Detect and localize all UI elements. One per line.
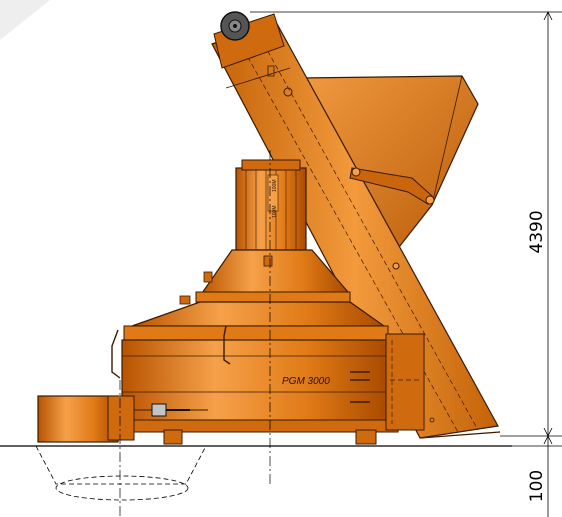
foundation-dimension xyxy=(500,435,562,517)
centerlines xyxy=(119,150,271,516)
page-corner-fold xyxy=(0,0,50,40)
height-dimension-label: 4390 xyxy=(527,210,547,253)
motor-label-upper: 100M xyxy=(272,179,278,192)
discharge-chute xyxy=(37,395,208,443)
drive-motor xyxy=(235,159,307,251)
foundation-dimension-label: 100 xyxy=(527,470,547,502)
height-dimension xyxy=(250,11,562,437)
gear-head xyxy=(179,249,351,305)
discharge-frame xyxy=(385,333,425,431)
model-label: PGM 3000 xyxy=(282,376,330,387)
skip-head xyxy=(213,13,285,69)
mixer-drum xyxy=(115,339,399,445)
foundation-pit xyxy=(35,445,207,501)
winch-pulley xyxy=(220,11,250,41)
mixer-cover xyxy=(123,301,389,341)
motor-label-lower: 100M xyxy=(272,205,278,218)
hopper-link-arm xyxy=(349,167,435,270)
inspection-door-handle xyxy=(111,325,231,379)
